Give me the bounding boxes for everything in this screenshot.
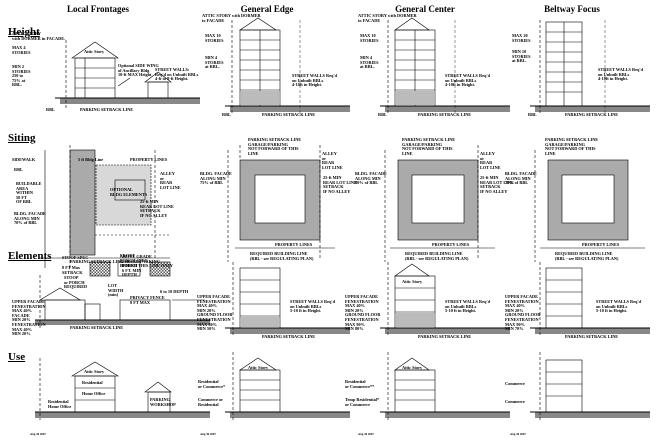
elements-beltway-street: STREET WALLS Req'd on Unbuilt RBLs 5-10 … <box>596 299 641 314</box>
height-local-max-label: MAX 4 STORIES <box>12 45 31 55</box>
use-beltway-com: Commerce <box>505 381 525 386</box>
height-local-wing-label: Optional SIDE WING of Ancillary Bldg 10-… <box>118 63 159 78</box>
height-beltway-min-label: MIN 10 STORIES at RBL. <box>512 49 531 64</box>
elements-center-attic: Attic Story <box>402 279 423 284</box>
elements-local-fence: PRIVACY FENCE 8 FT MAX <box>130 295 165 305</box>
use-beltway-com2: Commerce <box>505 399 525 404</box>
siting-local-prop: PROPERTY LINES <box>130 157 168 162</box>
siting-edge-facade: BLDG. FACADE ALONG MIN 75% of RBL <box>200 171 232 186</box>
siting-local-setback: 25-ft MIN REAR LOT LINE SETBACK IF NO AL… <box>140 199 174 218</box>
column-title-beltway: Beltway Focus <box>544 4 600 14</box>
siting-beltway-parking: PARKING SETBACK LINE GARAGE/PARKING NOT … <box>545 137 599 156</box>
height-edge-attic-label: ATTIC STORY with DORMER to FACADE <box>202 13 261 23</box>
siting-edge-setback: 25-ft MIN REAR LOT LINE SETBACK IF NO AL… <box>323 175 357 194</box>
elements-local-fen: UPPER FACADE FENESTRATION MAX 40% FACADE… <box>12 299 46 337</box>
row-title-height: Height <box>8 26 40 38</box>
height-center-rbl: RBL <box>378 112 387 117</box>
elements-edge-fen: UPPER FACADE FENESTRATION MAX 40% MIN 20… <box>197 294 233 332</box>
use-center-res: Residential or Commerce** <box>345 379 375 389</box>
use-local-home: Home Office <box>82 391 106 396</box>
siting-edge-parking: PARKING SETBACK LINE GARAGE/PARKING NOT … <box>248 137 302 156</box>
elements-local-stoop2: STOOP or PORCH REQUIRED <box>64 275 88 290</box>
elements-edge-street: STREET WALLS Req'd on Unbuilt RBLs 5-10 … <box>290 299 335 314</box>
row-title-siting: Siting <box>8 132 36 144</box>
siting-center-prop: PROPERTY LINES <box>432 242 470 247</box>
siting-beltway-req: REQUIRED BUILDING LINE (RBL - see REGULA… <box>555 251 619 261</box>
footer-date-center: Aug 30 2007 <box>358 432 374 436</box>
use-edge-com: Commerce or Residential <box>198 397 224 407</box>
column-title-local: Local Frontages <box>66 4 130 14</box>
elements-local-parking: PARKING SETBACK LINE <box>70 325 124 330</box>
height-local-rbl: RBL <box>46 107 55 112</box>
siting-center-setback: 25-ft MIN REAR LOT LINE SETBACK IF NO AL… <box>480 175 514 194</box>
elements-center-street: STREET WALLS Req'd on Unbuilt RBLs 5-10 … <box>445 299 490 314</box>
siting-center-req: REQUIRED BUILDING LINE (RBL - see REGULA… <box>405 251 469 261</box>
height-edge-street-label: STREET WALLS Req'd on Unbuilt RBLs 4-10f… <box>292 73 337 88</box>
siting-local-buildable: BUILDABLE AREA WITHIN 50 FT OF RBL <box>16 181 42 205</box>
siting-center-facade: BLDG. FACADE ALONG MIN 80% of RBL <box>355 171 387 186</box>
use-local-res: Residential <box>82 380 103 385</box>
height-edge-parking-line: PARKING SETBACK LINE <box>262 112 316 117</box>
elements-local-front: FRONT PORCH SPEC <box>120 253 148 263</box>
height-edge-min-label: MIN 4 STORIES at RBL. <box>205 55 224 70</box>
use-local-parking: PARKING WORKSHOP <box>150 397 176 407</box>
siting-local-sidewalk: SIDEWALK <box>12 157 36 162</box>
height-beltway-street-label: STREET WALLS Req'd on Unbuilt RBLs 4-10f… <box>598 67 643 82</box>
use-center-temp: Temp Residential* or Commerce <box>345 397 380 407</box>
elements-local-setback: 8 FT Max SETBACK <box>62 265 83 275</box>
height-local-attic-box: Attic Story <box>84 49 105 54</box>
height-beltway-parking-line: PARKING SETBACK LINE <box>565 112 619 117</box>
use-edge-res: Residential or Commerce* <box>198 379 226 389</box>
height-edge-max-label: MAX 10 STORIES <box>205 33 224 43</box>
footer-date-local: Aug 30 2007 <box>30 432 46 436</box>
column-title-center: General Center <box>395 4 455 14</box>
footer-date-beltway: Aug 30 2007 <box>510 432 526 436</box>
siting-local-opt: OPTIONAL BLDG ELEMENTS <box>110 187 148 197</box>
siting-local-parking: PARKING SETBACK LINE <box>70 259 124 264</box>
elements-center-fen: UPPER FACADE FENESTRATION MAX 40% MIN 20… <box>345 294 381 332</box>
height-center-max-label: MAX 10 STORIES <box>360 33 379 43</box>
siting-center-alley: ALLEY or REAR LOT LINE <box>480 151 501 170</box>
elements-beltway-fen: UPPER FACADE FENESTRATION MAX 40% MIN 20… <box>505 294 541 332</box>
siting-edge-req: REQUIRED BUILDING LINE (RBL - see REGULA… <box>250 251 314 261</box>
height-center-min-label: MIN 4 STORIES at RBL. <box>360 55 379 70</box>
siting-beltway-facade: BLDG. FACADE ALONG MIN 70% of RBL <box>505 171 537 186</box>
height-local-parking-line: PARKING SETBACK LINE <box>80 107 134 112</box>
height-local-attic-label: ATTIC STORY with DORMER in FACADE. <box>12 31 66 41</box>
height-beltway-rbl: RBL <box>528 112 537 117</box>
siting-edge-alley: ALLEY or REAR LOT LINE <box>322 151 343 170</box>
siting-local-garage: ABOVE GRADE GARAGE/PARKING BEHIND THIS L… <box>120 254 173 269</box>
height-local-min-label: MIN 2 STORIES 250 to 75% at RBL. <box>12 64 31 88</box>
elements-local-depth: 6 to 10 DEPTH <box>160 289 189 294</box>
height-edge-rbl: RBL <box>222 112 231 117</box>
height-beltway-max-label: MAX 20 STORIES <box>512 33 531 43</box>
use-local-attic: Attic Story <box>84 369 105 374</box>
siting-local-alley: ALLEY or REAR LOT LINE <box>160 171 181 190</box>
row-title-elements: Elements <box>8 250 52 262</box>
elements-center-parking: PARKING SETBACK LINE <box>418 334 472 339</box>
elements-beltway-parking: PARKING SETBACK LINE <box>565 334 619 339</box>
siting-edge-prop: PROPERTY LINES <box>275 242 313 247</box>
elements-local-stoop: STOOP SPEC <box>62 255 89 260</box>
siting-local-rbl: RBL <box>14 167 23 172</box>
footer-date-edge: Aug 30 2007 <box>200 432 216 436</box>
height-center-street-label: STREET WALLS Req'd on Unbuilt RBLs 4-10f… <box>445 73 490 88</box>
column-title-edge: General Edge <box>240 4 294 14</box>
elements-edge-parking: PARKING SETBACK LINE <box>262 334 316 339</box>
use-local-res2: Residential Home Office <box>48 399 72 409</box>
use-center-attic: Attic Story <box>402 365 423 370</box>
elements-local-porch: PORCH 6 FT. MIN DEPTH <box>122 263 142 278</box>
height-local-street-label: STREET WALLS: Req'd on Unbuilt RBLs 4-ft… <box>155 67 199 82</box>
siting-beltway-prop: PROPERTY LINES <box>582 242 620 247</box>
siting-local-facade: BLDG. FACADE ALONG MIN 70% of RBL <box>14 211 46 226</box>
elements-local-lot: LOT WIDTH (min) <box>108 283 124 298</box>
height-center-parking-line: PARKING SETBACK LINE <box>418 112 472 117</box>
row-title-use: Use <box>8 351 26 363</box>
siting-center-parking: PARKING SETBACK LINE GARAGE/PARKING NOT … <box>402 137 456 156</box>
siting-local-bldline: 5 ft Bldg Line <box>78 157 104 162</box>
height-center-attic-label: ATTIC STORY with DORMER to FACADE <box>358 13 417 23</box>
use-edge-attic: Attic Story <box>248 365 269 370</box>
